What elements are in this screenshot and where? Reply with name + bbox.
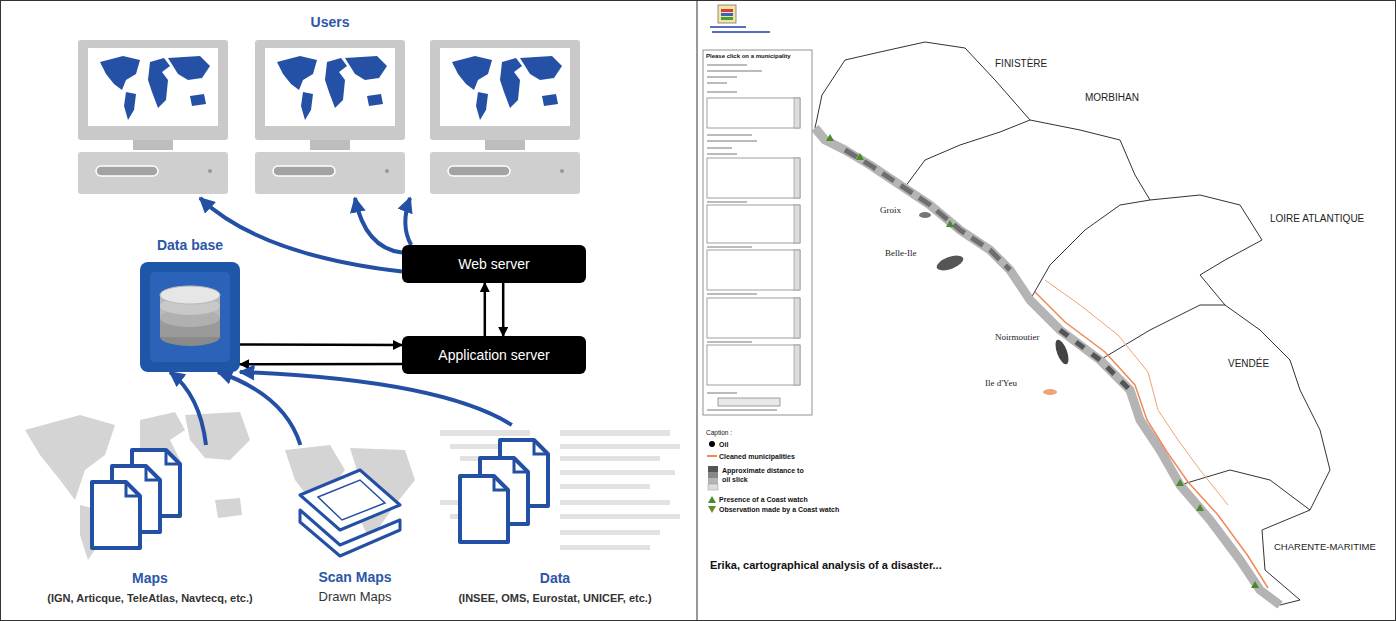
legend-text: Cleaned municipalities [719,452,795,461]
form-label: Please click on a municipality [706,53,791,60]
legend-text: Oil [719,440,728,449]
source-box: Scan MapsDrawn Maps [290,445,420,610]
node-subtitle: (INSEE, OMS, Eurostat, UNICEF, etc.) [458,592,651,610]
legend-text: Presence of a Coast watch [719,495,808,504]
legend-text: Observation made by a Coast watch [719,505,839,514]
region-name: VENDÉE [1228,358,1269,370]
connector-arrow [484,283,487,336]
region-name: LOIRE ATLANTIQUE [1270,213,1364,225]
map-caption: Erika, cartographical analysis of a disa… [710,559,942,572]
database-box: Data base [140,262,240,372]
node-subtitle: (IGN, Articque, TeleAtlas, Navtecq, etc.… [47,592,252,610]
source-box: Data (INSEE, OMS, Eurostat, UNICEF, etc.) [420,425,690,610]
region-name: FINISTÈRE [995,58,1047,70]
node-title: Maps [132,570,168,586]
region-name: CHARENTE-MARITIME [1274,541,1376,552]
node-subtitle: Drawn Maps [319,589,392,610]
node-title: Scan Maps [318,569,391,585]
connector-arrow [240,343,402,346]
island-name: Belle-Ile [885,248,916,259]
connector-arrow [240,372,512,425]
source-box: Maps (IGN, Articque, TeleAtlas, Navtecq, … [10,445,290,610]
connector-arrow [218,372,300,445]
island-name: Groix [880,205,901,216]
connector-arrow [200,198,402,272]
region-name: MORBIHAN [1085,92,1139,104]
island-name: Noirmoutier [995,332,1040,343]
server-box: Web server [402,245,586,283]
connector-arrow [502,283,505,336]
node-title: Data base [157,237,223,253]
connector-arrow [405,198,411,245]
server-box: Application server [402,336,586,374]
connector-arrow [355,198,402,253]
connector-arrow [170,372,206,445]
user-group: Users [70,14,590,198]
node-title: Data [540,570,570,586]
legend-heading: Caption : [706,429,732,437]
node-title: Users [311,14,350,198]
node-title: Application server [438,347,549,363]
node-title: Web server [458,256,529,272]
legend-text: Approximate distance to oil slick [722,466,812,484]
connector-arrow [240,363,402,366]
island-name: Ile d'Yeu [985,378,1017,389]
